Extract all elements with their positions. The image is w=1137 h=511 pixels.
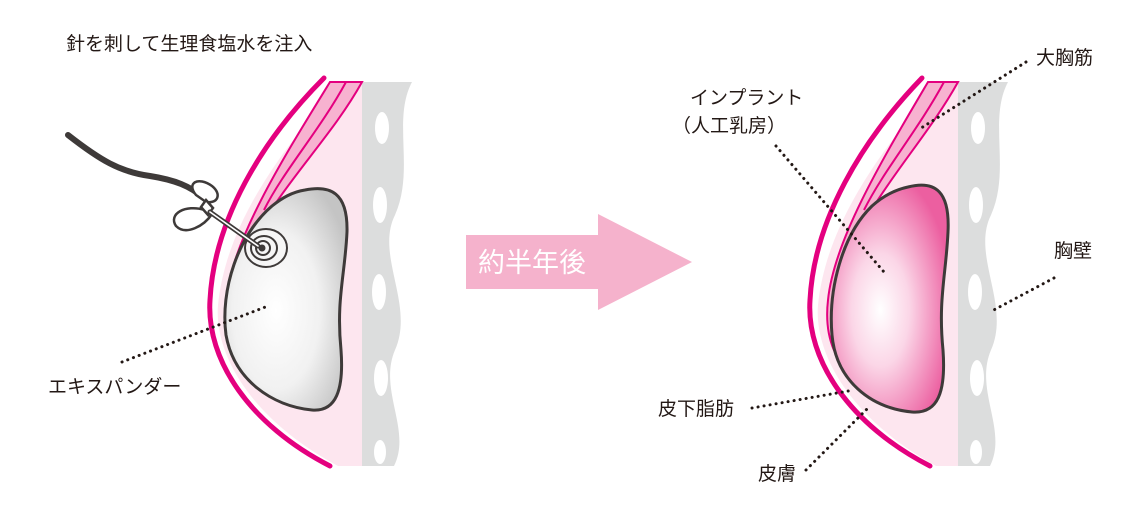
arrow-label: 約半年後 [478,248,586,279]
needle-highlight [209,211,259,247]
rib-holes-right [968,112,985,464]
pectoralis-major-label: 大胸筋 [1036,47,1093,69]
time-arrow: 約半年後 [466,214,692,310]
implant-body [829,183,950,414]
arrow-shape [466,214,692,310]
implant-label-line1: インプラント [690,87,803,109]
chest-wall-right [958,82,1008,466]
pectoralis-inner-line-left [263,81,347,211]
rib-holes-left [372,112,389,464]
skin-line-left [207,75,333,469]
subcutaneous-fat-label: 皮下脂肪 [658,398,734,420]
pectoralis-inner-line-right [863,81,945,211]
expander-leader [120,304,270,364]
skin-line-right [807,75,933,469]
chest-wall-left [362,82,412,466]
skin-leader [804,406,870,472]
implant-label-line2: （人工乳房） [672,115,786,137]
needle-injection-label: 針を刺して生理食塩水を注入 [66,33,312,55]
skin-label: 皮膚 [758,463,796,485]
chest-wall-leader [988,276,1056,314]
injection-port [244,228,288,268]
expander-label: エキスパンダー [48,376,181,398]
butterfly-needle [172,180,219,232]
saline-tube [65,132,207,201]
chest-wall-label: 胸壁 [1054,240,1092,262]
expander-figure [65,75,412,469]
implant-figure [750,60,1056,472]
fat-leader [750,388,856,410]
